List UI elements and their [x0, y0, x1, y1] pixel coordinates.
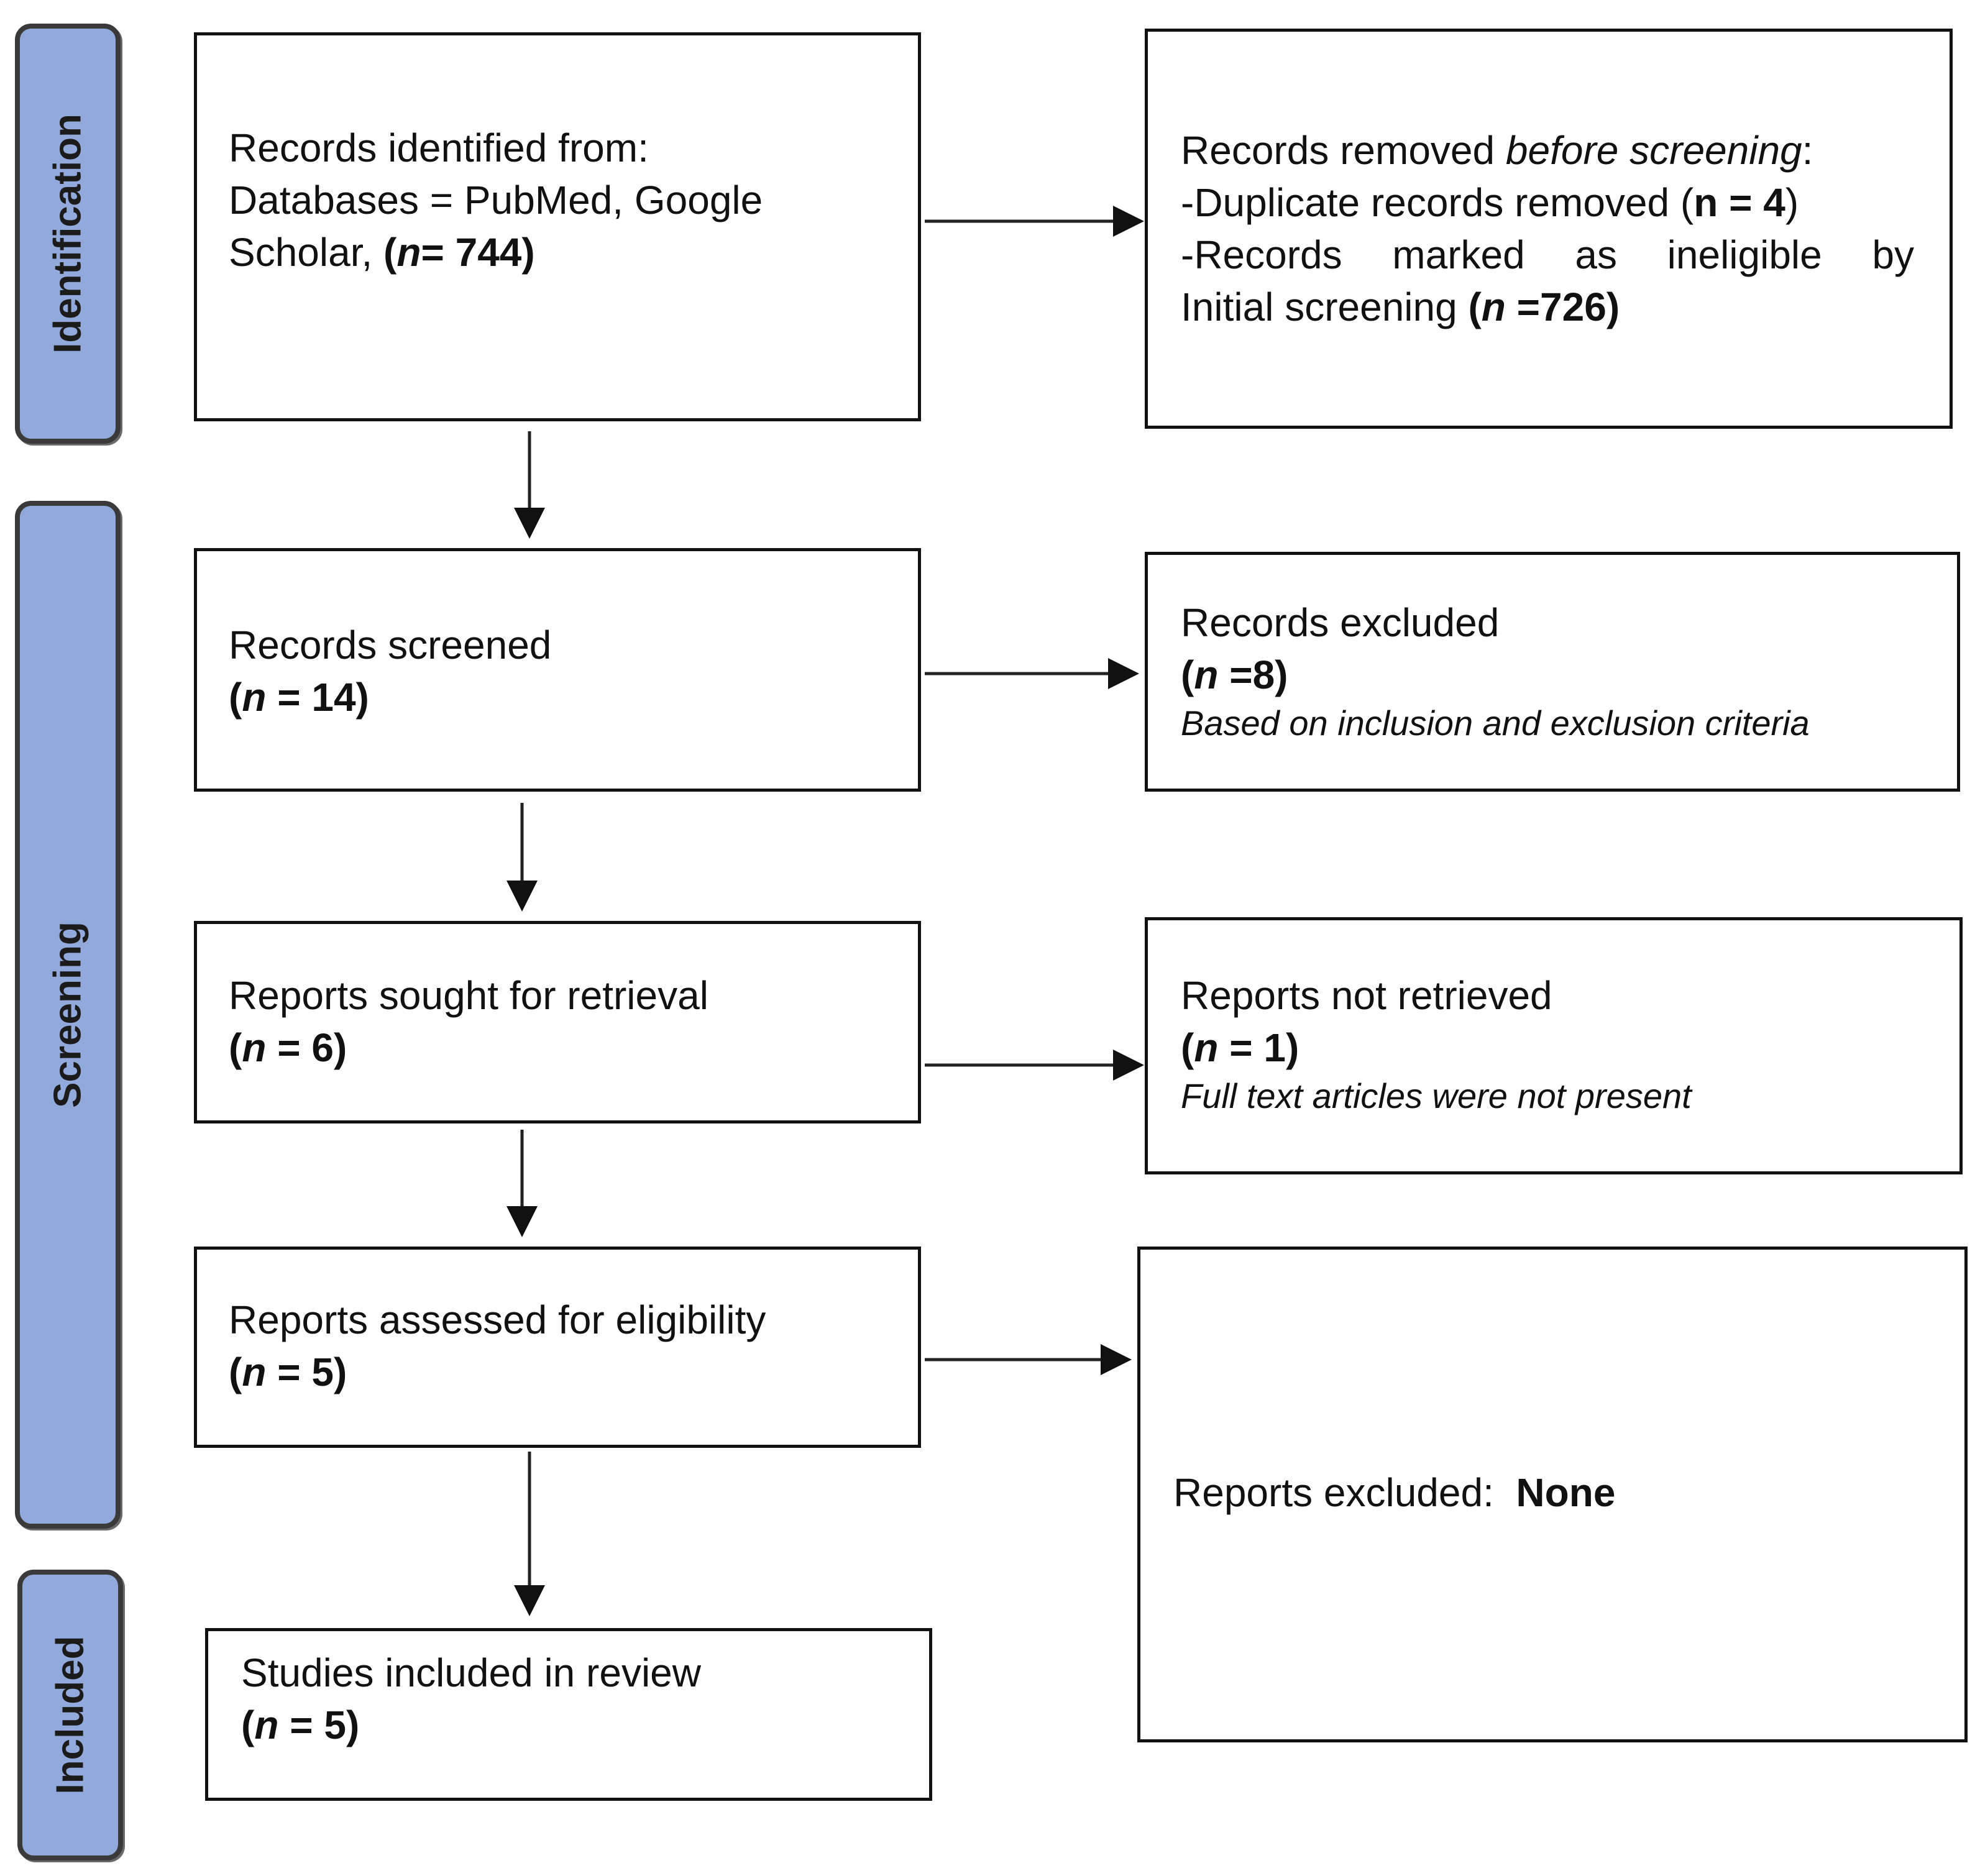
studies-included-text: Studies included in review (n = 5) [241, 1647, 701, 1751]
reports-excluded-label: Reports excluded: [1173, 1470, 1494, 1515]
studies-included-label: Studies included in review [241, 1650, 701, 1695]
records-identified-line3: Scholar, (n= 744) [229, 230, 535, 275]
reports-sought-text: Reports sought for retrieval (n = 6) [229, 969, 708, 1074]
phase-included: Included [17, 1570, 123, 1860]
records-excluded-label: Records excluded [1181, 600, 1500, 645]
reports-excluded-value: None [1516, 1470, 1616, 1515]
reports-not-retrieved-box [1145, 917, 1963, 1174]
reports-assessed-box [194, 1247, 921, 1448]
records-excluded-text: Records excluded (n =8) Based on inclusi… [1181, 597, 1810, 746]
records-excluded-box [1145, 552, 1960, 792]
phase-identification: Identification [15, 24, 121, 444]
reports-excluded-box [1137, 1247, 1968, 1742]
records-removed-line3: -Records marked as ineligible by [1181, 232, 1914, 277]
reports-sought-label: Reports sought for retrieval [229, 973, 708, 1018]
records-screened-box [194, 548, 921, 792]
phase-screening: Screening [15, 501, 121, 1529]
reports-assessed-count: (n = 5) [229, 1350, 347, 1394]
reports-not-retrieved-note: Full text articles were not present [1181, 1076, 1692, 1115]
records-removed-line2: -Duplicate records removed (n = 4) [1181, 180, 1799, 225]
reports-not-retrieved-count: (n = 1) [1181, 1025, 1299, 1070]
reports-assessed-text: Reports assessed for eligibility (n = 5) [229, 1294, 766, 1398]
records-identified-box [194, 32, 921, 421]
records-identified-line2: Databases = PubMed, Google [229, 178, 763, 222]
records-excluded-note: Based on inclusion and exclusion criteri… [1181, 703, 1810, 743]
reports-sought-box [194, 921, 921, 1123]
reports-sought-count: (n = 6) [229, 1025, 347, 1070]
reports-not-retrieved-text: Reports not retrieved (n = 1) Full text … [1181, 969, 1692, 1119]
reports-excluded-text: Reports excluded: None [1173, 1466, 1615, 1519]
studies-included-box [205, 1628, 932, 1801]
records-screened-text: Records screened (n = 14) [229, 619, 551, 723]
reports-not-retrieved-label: Reports not retrieved [1181, 973, 1552, 1018]
records-removed-box [1145, 29, 1953, 429]
studies-included-count: (n = 5) [241, 1703, 360, 1747]
records-screened-count: (n = 14) [229, 675, 369, 720]
records-excluded-count: (n =8) [1181, 652, 1288, 697]
records-removed-line1: Records removed before screening: [1181, 128, 1813, 173]
reports-assessed-label: Reports assessed for eligibility [229, 1297, 766, 1342]
records-identified-text: Records identified from: Databases = Pub… [229, 122, 763, 278]
records-screened-label: Records screened [229, 623, 552, 667]
records-removed-line4: Initial screening (n =726) [1181, 285, 1620, 329]
records-removed-text: Records removed before screening: -Dupli… [1181, 124, 1914, 333]
records-identified-line1: Records identified from: [229, 126, 649, 170]
